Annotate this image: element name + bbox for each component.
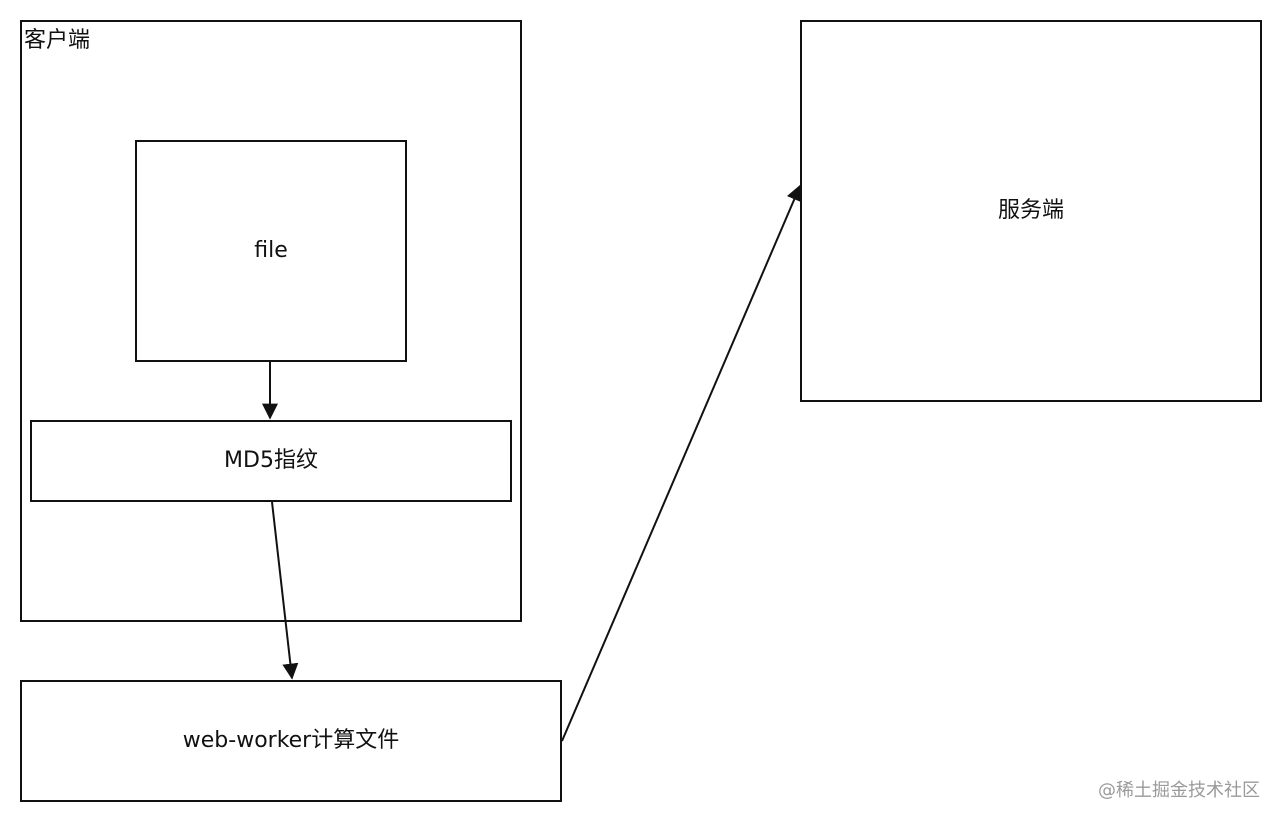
file-label: file <box>254 238 288 263</box>
web-worker-label: web-worker计算文件 <box>182 728 400 753</box>
web-worker-node: web-worker计算文件 <box>20 680 562 802</box>
md5-fingerprint-node: MD5指纹 <box>30 420 512 502</box>
client-container: 客户端 <box>20 20 522 622</box>
file-node: file <box>135 140 407 362</box>
md5-fingerprint-label: MD5指纹 <box>224 448 318 473</box>
arrow-worker-to-server <box>561 184 802 742</box>
server-node: 服务端 <box>800 20 1262 402</box>
client-label: 客户端 <box>24 28 91 53</box>
server-label: 服务端 <box>997 198 1064 223</box>
watermark-text: @稀土掘金技术社区 <box>1098 780 1260 801</box>
